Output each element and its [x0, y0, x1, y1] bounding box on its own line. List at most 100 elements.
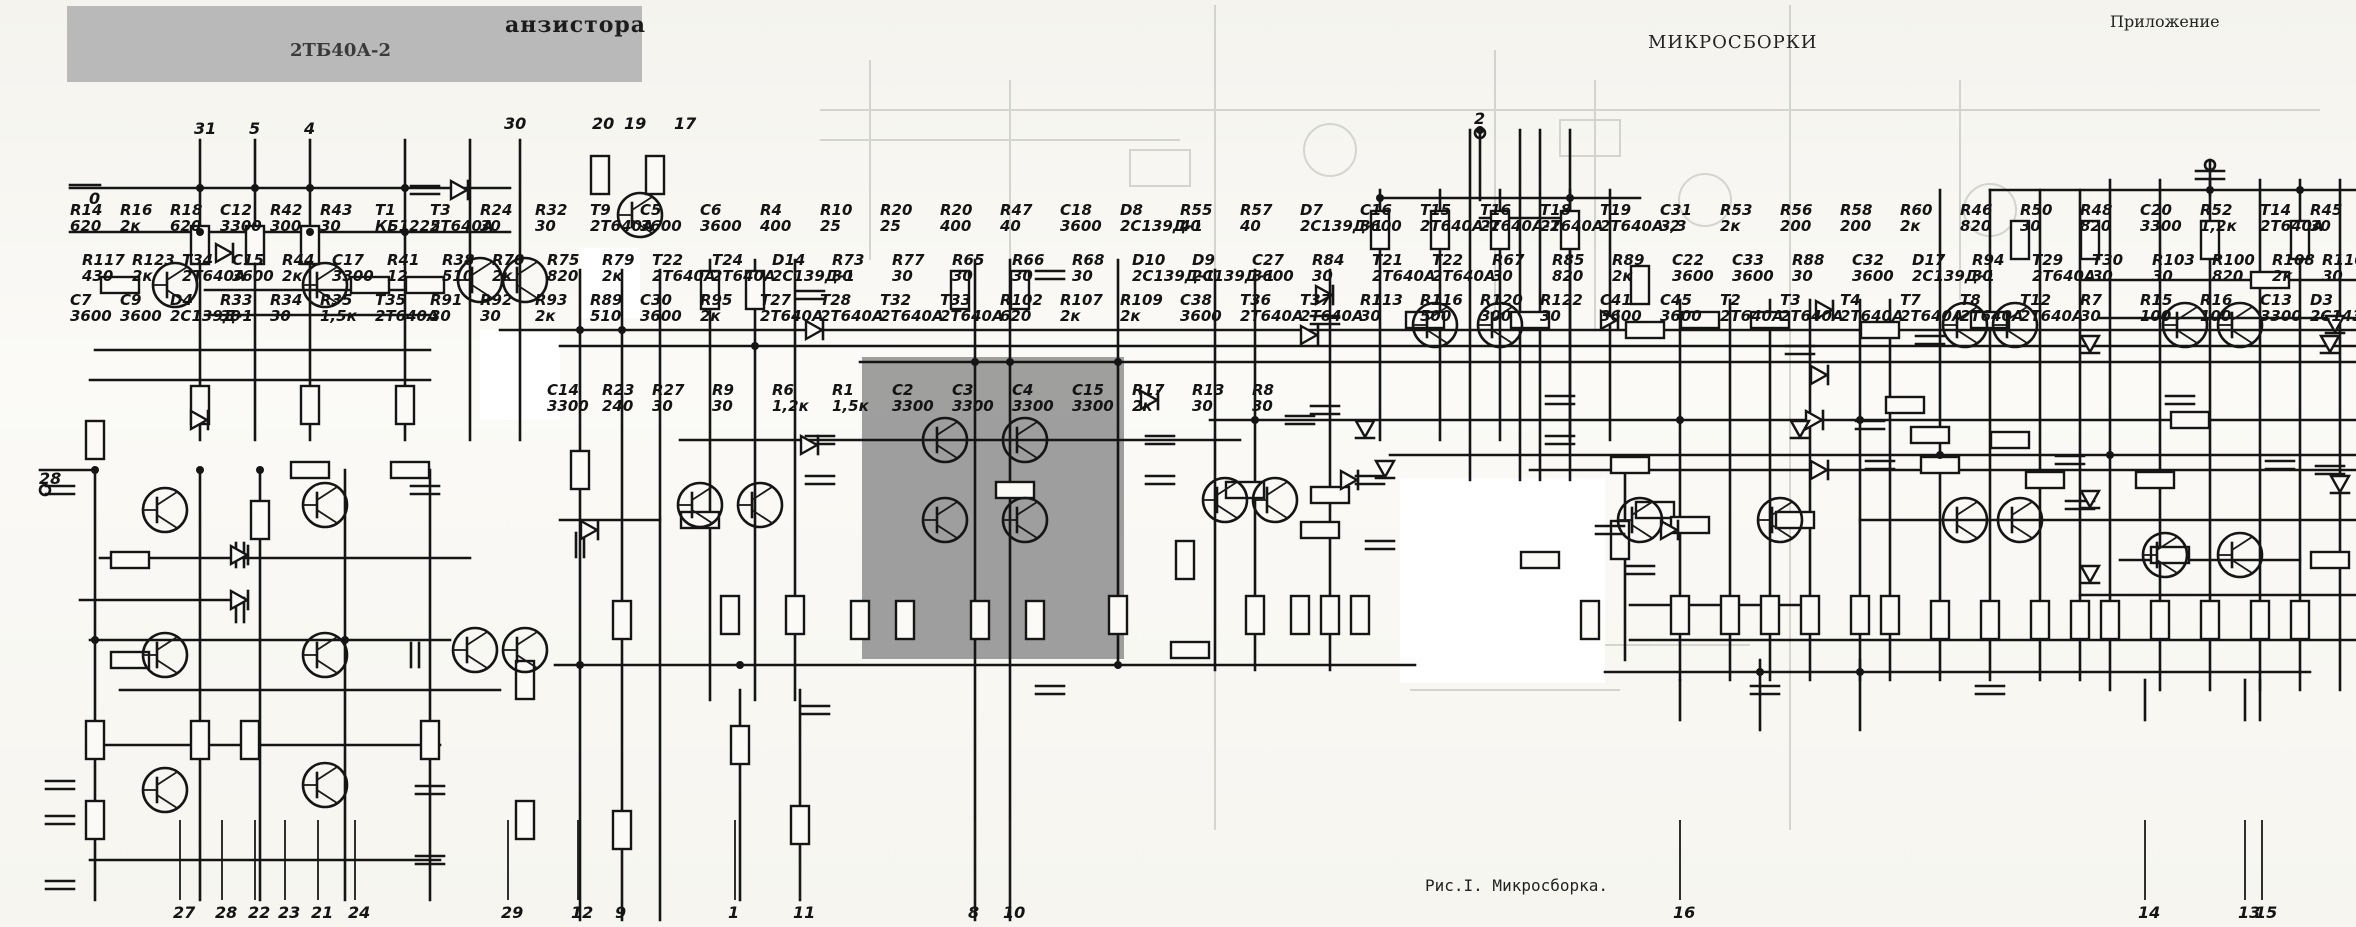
component-designator: R68: [1072, 251, 1104, 269]
component-designator: C7: [70, 291, 92, 309]
component-value: 3300: [892, 397, 934, 415]
transistor-emitter: [691, 509, 713, 524]
transistor-emitter: [2006, 329, 2028, 344]
resistor: [349, 275, 391, 295]
component-value: 2к: [1720, 217, 1741, 235]
transistor-emitter: [1016, 524, 1038, 539]
resistor: [394, 384, 416, 426]
component-value: 2к: [535, 307, 556, 325]
transistor-collector: [316, 636, 338, 651]
component-value: 3600: [1672, 267, 1714, 285]
resistor: [84, 719, 106, 761]
component-designator: C3: [952, 381, 973, 399]
component-designator: R6: [772, 381, 794, 399]
transistor-collector: [1631, 501, 1653, 516]
transistor-collector: [166, 266, 188, 281]
resistor: [744, 269, 766, 311]
resistor: [1774, 510, 1816, 530]
diode: [1599, 308, 1620, 332]
component-designator: R123: [132, 251, 175, 269]
component-designator: T37: [1300, 291, 1332, 309]
component-designator: T22: [652, 251, 683, 269]
component-designator: C45: [1660, 291, 1692, 309]
figure-caption: Рис.I. Микросборка.: [1425, 876, 1609, 895]
transistor-emitter: [1426, 329, 1448, 344]
component-designator: R75: [547, 251, 579, 269]
resistor: [589, 154, 611, 196]
transistor-collector: [316, 486, 338, 501]
resistor: [404, 275, 446, 295]
transistor-emitter: [466, 654, 488, 669]
transistor-collector: [2176, 306, 2198, 321]
resistor: [189, 224, 211, 266]
junction-dot: [2296, 186, 2304, 194]
junction-dot: [2206, 186, 2214, 194]
component-designator: R17: [1132, 381, 1165, 399]
junction-dot: [306, 184, 314, 192]
resistor: [1624, 320, 1666, 340]
top-pin-label-0: 0: [89, 189, 100, 208]
component-value: 30: [1012, 267, 1033, 285]
bottom-pin-label-12: 12: [571, 903, 593, 922]
component-value: 3600: [1660, 307, 1702, 325]
transistor-emitter: [156, 659, 178, 674]
component-designator: D4: [170, 291, 193, 309]
component-designator: R13: [1192, 381, 1224, 399]
component-value: 2Т640А: [590, 217, 654, 235]
transistor-collector: [1216, 481, 1238, 496]
component-designator: T12: [2020, 291, 2051, 309]
component-value: 25: [880, 217, 901, 235]
component-value: 30: [1192, 397, 1213, 415]
resistor: [2199, 599, 2221, 641]
component-value: 2С139Д-1: [1192, 267, 1275, 285]
bottom-pin-label-14: 14: [2138, 903, 2160, 922]
top-pin-label-28: 28: [39, 469, 61, 488]
component-designator: R44: [282, 251, 314, 269]
resistor: [849, 599, 871, 641]
transistor-collector: [1771, 501, 1793, 516]
component-designator: C31: [1660, 201, 1692, 219]
component-value: 2к: [1612, 267, 1633, 285]
diode: [2318, 334, 2342, 355]
resistor: [1859, 320, 1901, 340]
component-designator: C13: [2260, 291, 2292, 309]
resistor: [1299, 520, 1341, 540]
component-designator: R85: [1552, 251, 1584, 269]
junction-dot: [1114, 661, 1122, 669]
resistor: [249, 499, 271, 541]
component-value: 2С139Д-1: [1300, 217, 1383, 235]
component-value: 40: [999, 217, 1021, 235]
component-value: 510: [442, 267, 473, 285]
component-value: 1,2к: [772, 397, 810, 415]
component-designator: C30: [640, 291, 672, 309]
component-designator: R110: [2322, 251, 2356, 269]
component-designator: T36: [1240, 291, 1271, 309]
transistor-collector: [1016, 421, 1038, 436]
transistor-emitter: [156, 514, 178, 529]
component-designator: R16: [120, 201, 152, 219]
junction-dot: [576, 326, 584, 334]
component-designator: R43: [320, 201, 352, 219]
resistor: [1579, 599, 1601, 641]
component-value: 40: [1179, 217, 1201, 235]
component-value: 30: [712, 397, 733, 415]
junction-dot: [196, 466, 204, 474]
diode: [2323, 314, 2347, 335]
bottom-pin-label-16: 16: [1673, 903, 1695, 922]
component-value: 3600: [70, 307, 112, 325]
transistor-collector: [631, 196, 653, 211]
component-designator: R84: [1312, 251, 1344, 269]
component-designator: R14: [70, 201, 102, 219]
component-value: 3600: [120, 307, 162, 325]
component-designator: C15: [1072, 381, 1104, 399]
junction-dot: [196, 184, 204, 192]
component-designator: R10: [820, 201, 852, 219]
component-value: 2Т640А: [1780, 307, 1844, 325]
resistor: [1799, 594, 1821, 636]
component-designator: R60: [1900, 201, 1932, 219]
component-value: 3300: [1012, 397, 1054, 415]
component-designator: D8: [1120, 201, 1143, 219]
resistor: [514, 659, 536, 701]
component-value: 2Т640А: [820, 307, 884, 325]
component-designator: T30: [2092, 251, 2123, 269]
